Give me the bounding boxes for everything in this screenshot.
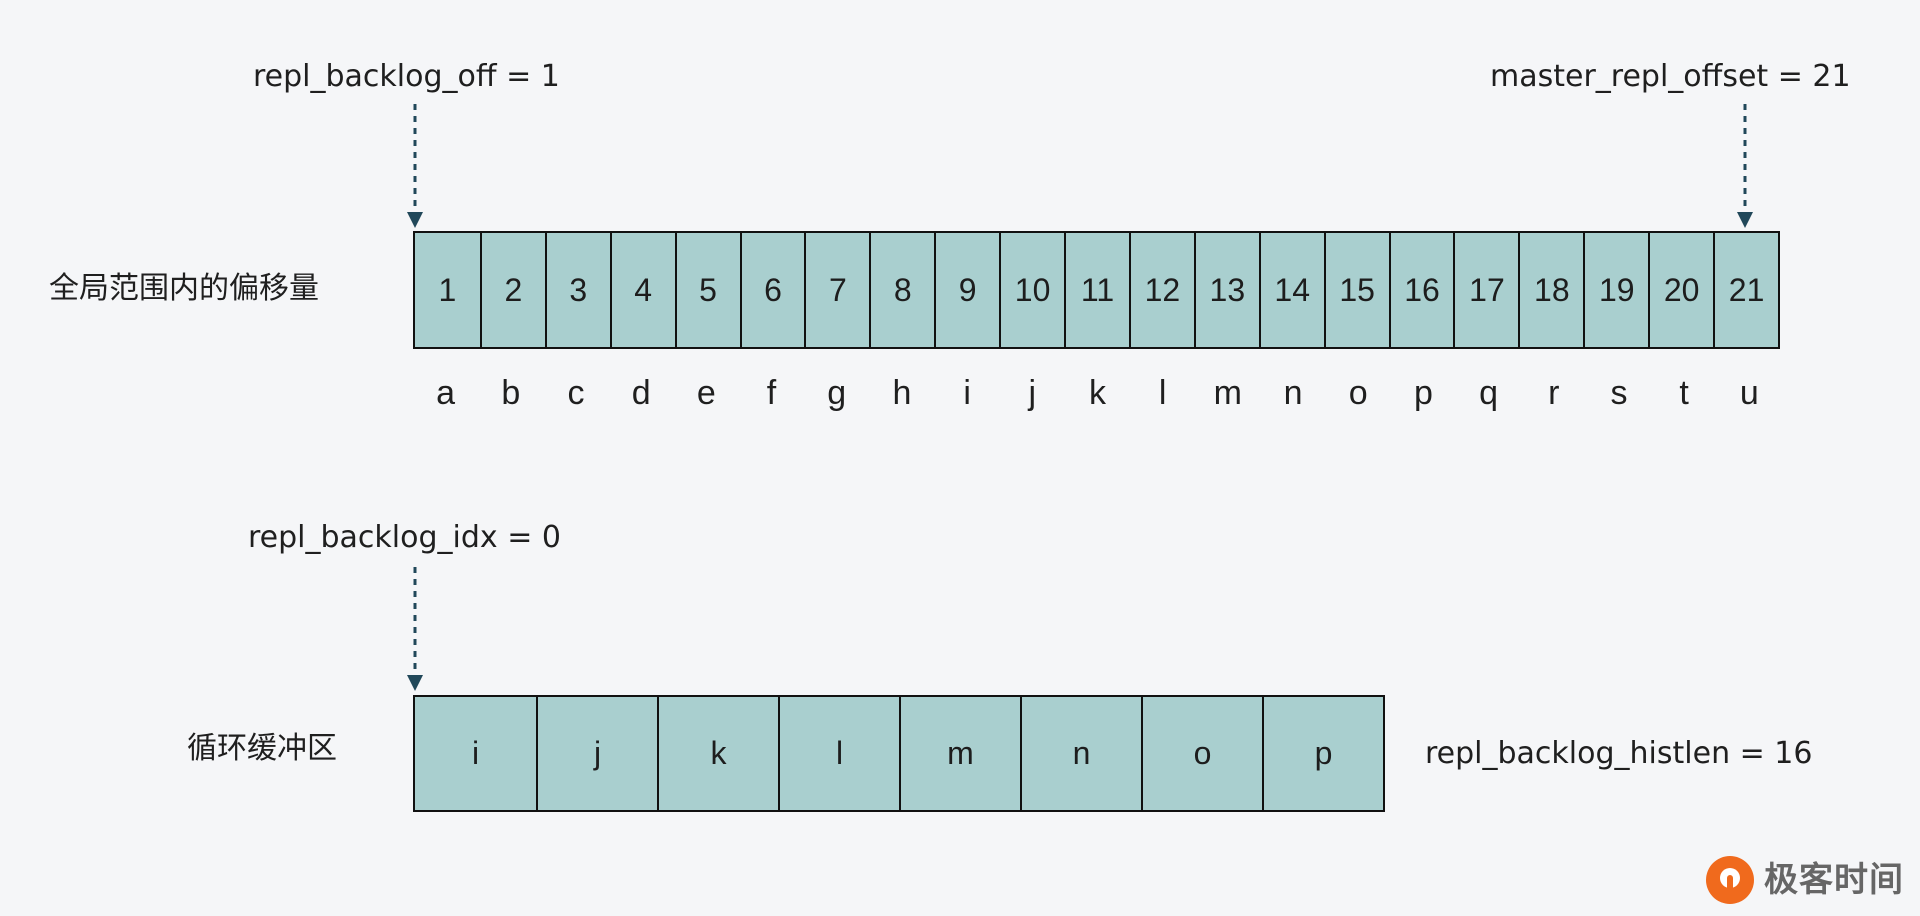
offset-cell: 7 — [804, 233, 869, 347]
buffer-cell: k — [657, 697, 778, 810]
offset-letter: t — [1679, 374, 1689, 412]
offset-letter: i — [963, 374, 971, 412]
offset-letter: p — [1413, 374, 1433, 412]
buffer-cell: m — [899, 697, 1020, 810]
offset-cell: 20 — [1648, 233, 1713, 347]
offset-letters: a b c d e f g h i j k l m n o p q r s t … — [413, 374, 1782, 413]
buffer-cell: l — [778, 697, 899, 810]
buffer-cell: p — [1262, 697, 1383, 810]
offset-cell: 16 — [1388, 233, 1454, 347]
offset-cell: 2 — [479, 233, 545, 347]
master-repl-offset-label: master_repl_offset = 21 — [1490, 59, 1851, 94]
circular-buffer-row: i j k l m n o p — [413, 695, 1385, 812]
offset-cell: 18 — [1518, 233, 1583, 347]
buffer-cell: i — [471, 735, 480, 771]
offset-cell: 10 — [999, 233, 1064, 347]
repl-backlog-idx-label: repl_backlog_idx = 0 — [248, 520, 561, 555]
offset-letter: s — [1610, 374, 1628, 412]
buffer-cell: j — [536, 697, 657, 810]
offset-cell: 15 — [1323, 233, 1389, 347]
offset-cell: 8 — [869, 233, 934, 347]
global-offset-label: 全局范围内的偏移量 — [49, 271, 319, 306]
circular-buffer-label: 循环缓冲区 — [187, 731, 337, 766]
offset-cell: 4 — [609, 233, 675, 347]
geektime-logo: 极客时间 — [1704, 854, 1904, 906]
geektime-logo-icon — [1706, 856, 1754, 904]
offset-letter: e — [696, 374, 716, 412]
offset-cell: 19 — [1583, 233, 1648, 347]
offset-cell: 17 — [1453, 233, 1518, 347]
top-left-arrow — [407, 104, 423, 228]
offset-letter: d — [631, 374, 651, 412]
offset-letter: q — [1479, 374, 1499, 412]
offset-cell: 14 — [1258, 233, 1324, 347]
offset-cell: 12 — [1128, 233, 1194, 347]
offset-cell: 11 — [1064, 233, 1129, 347]
offset-cell: 9 — [934, 233, 999, 347]
offset-letter: m — [1213, 374, 1242, 412]
offset-cell: 21 — [1713, 233, 1778, 347]
offset-cell: 13 — [1193, 233, 1259, 347]
offset-cell: 5 — [674, 233, 740, 347]
bottom-arrow — [407, 567, 423, 691]
buffer-cell: n — [1020, 697, 1141, 810]
repl-backlog-off-label: repl_backlog_off = 1 — [253, 59, 560, 94]
offset-letter: r — [1548, 374, 1560, 412]
offset-letter: g — [827, 374, 847, 412]
buffer-cell: o — [1141, 697, 1262, 810]
top-right-arrow — [1737, 104, 1753, 228]
global-offset-row: 1 2 3 4 5 6 7 8 9 10 11 12 13 14 15 16 1… — [413, 231, 1780, 349]
offset-letter: o — [1348, 374, 1368, 412]
offset-cell: 6 — [739, 233, 805, 347]
offset-cell: 3 — [544, 233, 610, 347]
offset-letter: u — [1739, 374, 1759, 412]
offset-letter: j — [1028, 374, 1037, 412]
offset-letter: c — [567, 374, 585, 412]
offset-letter: b — [501, 374, 521, 412]
offset-letter: a — [436, 374, 456, 412]
offset-letter: n — [1283, 374, 1303, 412]
offset-cell: 1 — [438, 271, 457, 308]
repl-backlog-histlen-label: repl_backlog_histlen = 16 — [1425, 736, 1813, 771]
offset-letter: h — [892, 374, 912, 412]
offset-letter: l — [1158, 374, 1167, 412]
offset-letter: k — [1088, 374, 1106, 412]
geektime-logo-text: 极客时间 — [1764, 860, 1904, 900]
offset-letter: f — [766, 374, 777, 412]
